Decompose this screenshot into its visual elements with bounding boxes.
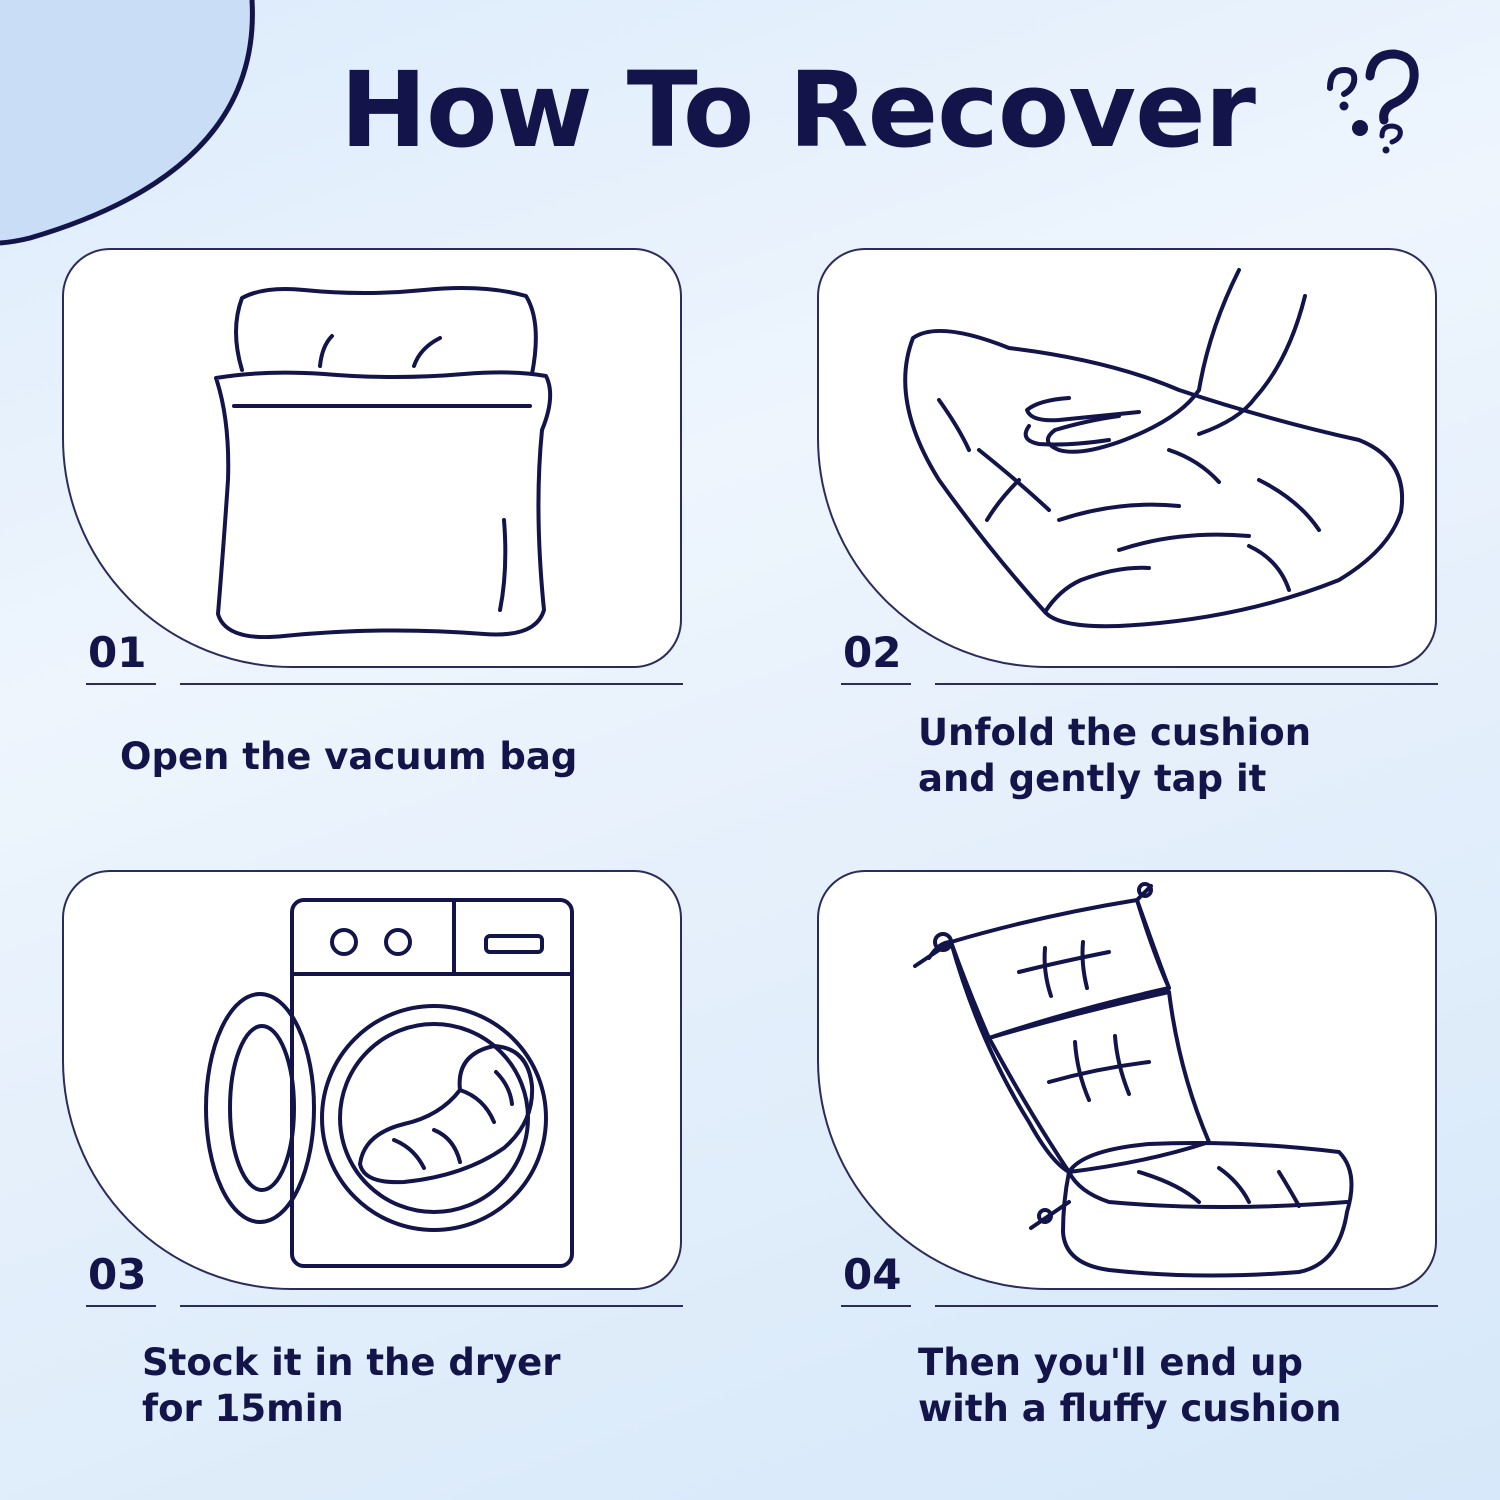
step-caption-1-line-1: Open the vacuum bag xyxy=(120,735,578,778)
step-caption-3: Stock it in the dryer for 15min xyxy=(142,1340,561,1432)
step-caption-3-line-2: for 15min xyxy=(142,1387,344,1430)
step-caption-4: Then you'll end up with a fluffy cushion xyxy=(918,1340,1341,1432)
step-4-number-rule xyxy=(841,1305,911,1307)
step-number-1: 01 xyxy=(88,628,147,677)
step-caption-4-line-2: with a fluffy cushion xyxy=(918,1387,1342,1430)
hand-tapping-cushion-icon xyxy=(903,268,1405,629)
step-number-2: 02 xyxy=(843,628,902,677)
step-caption-2: Unfold the cushion and gently tap it xyxy=(918,710,1311,802)
step-2-divider xyxy=(935,683,1438,685)
step-caption-4-line-1: Then you'll end up xyxy=(918,1341,1303,1384)
step-card-2 xyxy=(817,248,1437,668)
step-card-1 xyxy=(62,248,682,668)
step-card-3 xyxy=(62,870,682,1290)
step-4-divider xyxy=(935,1305,1438,1307)
step-1-number-rule xyxy=(86,683,156,685)
page-title: How To Recover xyxy=(340,49,1256,171)
step-1-divider xyxy=(180,683,683,685)
step-caption-2-line-2: and gently tap it xyxy=(918,757,1267,800)
corner-blob-decoration xyxy=(0,0,255,246)
step-3-number-rule xyxy=(86,1305,156,1307)
step-2-number-rule xyxy=(841,683,911,685)
question-marks-icon xyxy=(1327,49,1419,154)
step-number-3: 03 xyxy=(88,1250,147,1299)
step-caption-3-line-1: Stock it in the dryer xyxy=(142,1341,561,1384)
step-3-divider xyxy=(180,1305,683,1307)
fluffy-chair-cushion-icon xyxy=(913,882,1354,1278)
vacuum-bag-icon xyxy=(214,286,553,640)
step-caption-1: Open the vacuum bag xyxy=(120,734,577,780)
dryer-with-cushion-icon xyxy=(204,898,574,1268)
step-number-4: 04 xyxy=(843,1250,902,1299)
step-card-4 xyxy=(817,870,1437,1290)
step-caption-2-line-1: Unfold the cushion xyxy=(918,711,1312,754)
